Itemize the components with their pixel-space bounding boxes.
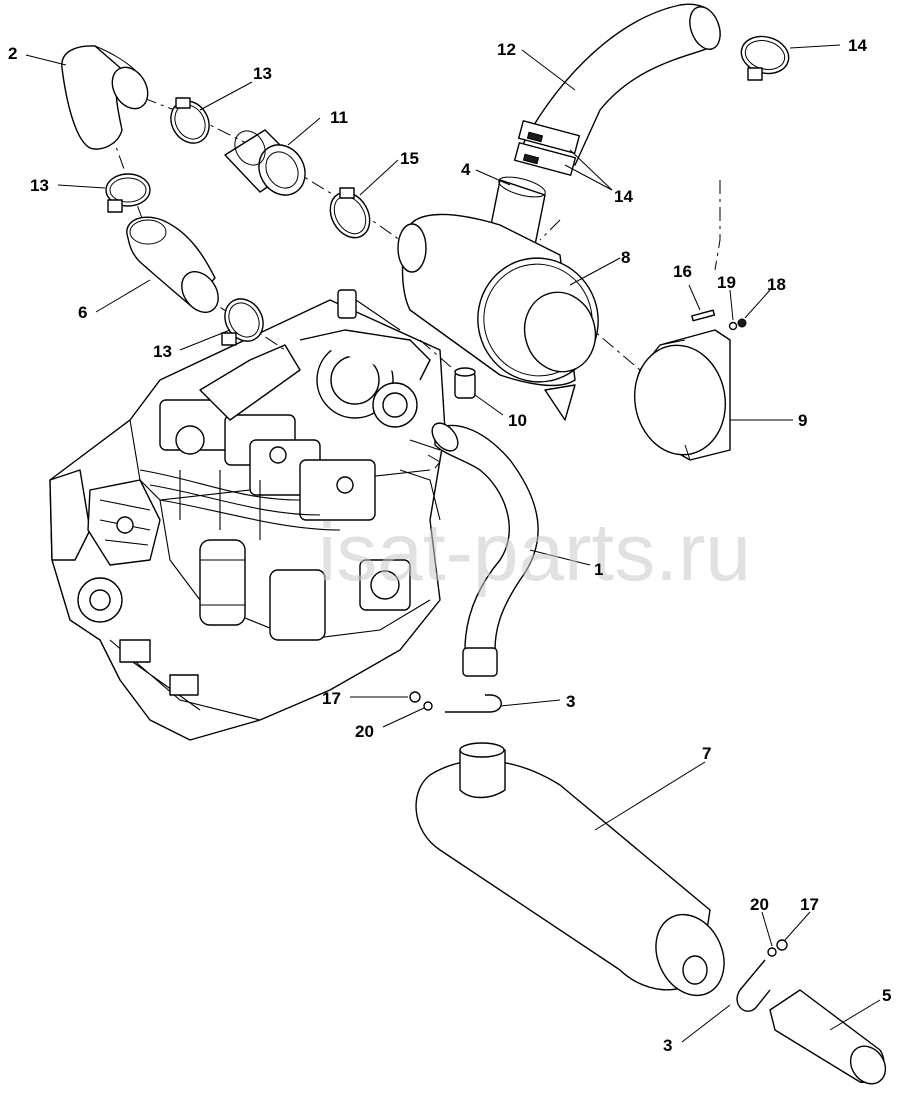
adapter-part-11 <box>224 129 306 196</box>
washer-part-20-bottom <box>767 947 777 957</box>
exhaust-pipe-part-1 <box>427 422 539 677</box>
tailpipe-part-5 <box>769 989 887 1085</box>
leader-lines <box>25 44 881 1043</box>
hose-clamp-part-13-lower <box>221 298 264 346</box>
callout-1: 1 <box>594 560 603 579</box>
hose-clamp-part-15 <box>329 187 371 239</box>
callout-16: 16 <box>673 262 692 281</box>
callout-4: 4 <box>461 160 471 179</box>
callout-7: 7 <box>702 744 711 763</box>
u-bolt-part-3-top <box>445 694 502 713</box>
callout-9: 9 <box>798 411 807 430</box>
callout-13: 13 <box>253 64 272 83</box>
nut-part-17-bottom <box>776 939 788 951</box>
callout-6: 6 <box>78 303 87 322</box>
rubber-mount-part-10 <box>454 367 476 399</box>
nut-part-18 <box>737 318 747 328</box>
washer-part-19 <box>728 321 738 331</box>
callout-3: 3 <box>663 1036 672 1055</box>
mounting-bracket-part-9 <box>633 329 731 461</box>
engine-assembly <box>49 289 446 741</box>
nut-part-17-top <box>409 691 421 703</box>
hose-clamp-part-13-top <box>170 97 210 144</box>
watermark-text: isat-parts.ru <box>318 507 751 598</box>
hose-part-6 <box>126 216 219 313</box>
callout-19: 19 <box>717 273 736 292</box>
air-filter-part-8 <box>397 213 599 421</box>
callout-2: 2 <box>8 44 17 63</box>
callout-12: 12 <box>497 40 516 59</box>
callout-15: 15 <box>400 149 419 168</box>
callout-20: 20 <box>750 895 769 914</box>
hose-clamp-part-13-left <box>105 173 151 213</box>
u-bolt-part-3-bottom <box>736 959 771 1012</box>
muffler-part-7 <box>415 742 725 997</box>
callout-8: 8 <box>621 248 630 267</box>
washer-part-20-top <box>423 701 433 711</box>
callout-13: 13 <box>30 176 49 195</box>
callout-5: 5 <box>882 986 891 1005</box>
callout-labels: 2 13 11 13 15 6 13 12 14 4 14 8 16 19 18… <box>8 36 891 1055</box>
callout-14: 14 <box>848 36 867 55</box>
intake-pipe-part-12 <box>513 3 721 176</box>
callout-10: 10 <box>508 411 527 430</box>
hose-clamp-part-14 <box>740 35 790 81</box>
callout-3: 3 <box>566 692 575 711</box>
callout-18: 18 <box>767 275 786 294</box>
bolt-part-16 <box>691 309 716 322</box>
elbow-hose-part-2 <box>61 45 149 150</box>
callout-14: 14 <box>614 187 633 206</box>
callout-13: 13 <box>153 342 172 361</box>
callout-20: 20 <box>355 722 374 741</box>
callout-11: 11 <box>330 108 348 127</box>
callout-17: 17 <box>800 895 819 914</box>
callout-17: 17 <box>322 689 341 708</box>
